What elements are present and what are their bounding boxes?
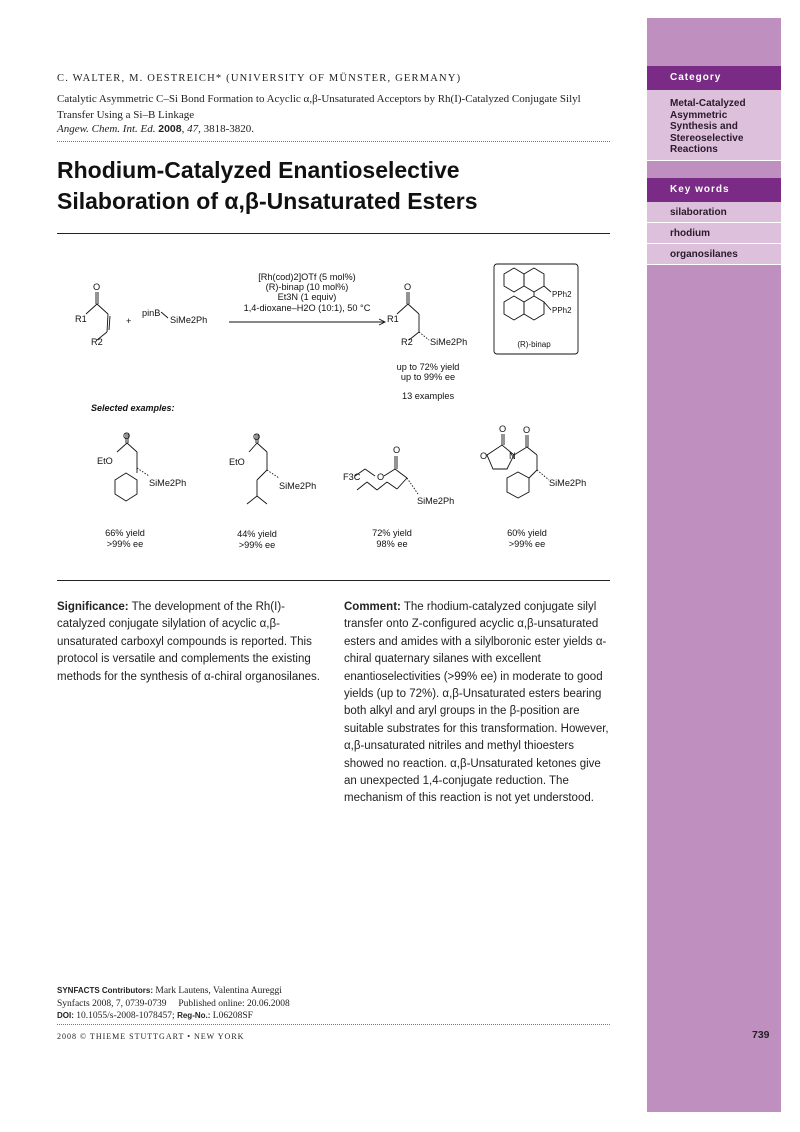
significance-section: Significance: The development of the Rh(… — [57, 599, 322, 686]
example-2-alkoxy: EtO — [229, 457, 245, 467]
example-3-alkoxy: F3C — [343, 472, 361, 482]
contributors-label: SYNFACTS Contributors: — [57, 986, 153, 995]
example-3-o: O — [393, 445, 400, 455]
example-2-o: O — [253, 432, 260, 442]
comment-section: Comment: The rhodium-catalyzed conjugate… — [344, 599, 610, 808]
example-3-si: SiMe2Ph — [417, 496, 454, 506]
substrate-r2: R2 — [91, 337, 103, 347]
title-line-1: Rhodium-Catalyzed Enantioselective — [57, 157, 460, 183]
conditions-line-1: [Rh(cod)2]OTf (5 mol%) — [258, 272, 356, 282]
reference-title: Catalytic Asymmetric C–Si Bond Formation… — [57, 93, 581, 121]
product-r2: R2 — [401, 337, 413, 347]
doi-label: DOI: — [57, 1011, 74, 1020]
category-text: Metal-Catalyzed Asymmetric Synthesis and… — [670, 98, 746, 155]
product-o: O — [404, 282, 411, 292]
product-si: SiMe2Ph — [430, 337, 467, 347]
journal-citation: Angew. Chem. Int. Ed. 2008, 47, 3818-382… — [57, 123, 255, 135]
synfacts-citation: Synfacts 2008, 7, 0739-0739 Published on… — [57, 998, 290, 1009]
keywords-header: Key words — [647, 178, 781, 202]
example-2-ee: >99% ee — [239, 540, 276, 550]
selected-examples-label: Selected examples: — [91, 403, 175, 413]
doi-value: 10.1055/s-2008-1078457; — [76, 1011, 175, 1021]
conditions-line-3: Et3N (1 equiv) — [278, 292, 337, 302]
journal-pages: 3818-3820. — [203, 123, 255, 135]
journal-name: Angew. Chem. Int. Ed. — [57, 123, 156, 135]
ligand-pph2-a: PPh2 — [552, 290, 572, 299]
reaction-scheme: [Rh(cod)2]OTf (5 mol%) (R)-binap (10 mol… — [75, 263, 586, 550]
scheme-rule — [57, 580, 610, 581]
authors-line: C. WALTER, M. OESTREICH* (UNIVERSITY OF … — [57, 73, 462, 84]
keyword-silaboration: silaboration — [670, 207, 727, 218]
example-3-o-ester: O — [377, 472, 384, 482]
plus-sign: + — [126, 316, 131, 326]
example-4-n: N — [509, 451, 516, 461]
result-count: 13 examples — [402, 391, 454, 401]
dotted-divider — [57, 141, 610, 142]
example-1-alkoxy: EtO — [97, 456, 113, 466]
keyword-organosilanes: organosilanes — [670, 249, 738, 260]
reg-label: Reg-No.: — [177, 1011, 211, 1020]
keyword-rhodium: rhodium — [670, 228, 710, 239]
example-4-ee: >99% ee — [509, 539, 546, 549]
doi-line: DOI: 10.1055/s-2008-1078457; Reg-No.: L0… — [57, 1010, 610, 1023]
example-4-o-carbonyl: O — [499, 424, 506, 434]
product-r1: R1 — [387, 314, 399, 324]
substrate-o: O — [93, 282, 100, 292]
journal-year: 2008 — [158, 123, 182, 135]
comment-text: The rhodium-catalyzed conjugate silyl tr… — [344, 601, 609, 805]
title-rule — [57, 233, 610, 234]
example-2-yield: 44% yield — [237, 529, 277, 539]
significance-label: Significance: — [57, 601, 129, 613]
footer-divider — [57, 1024, 610, 1025]
comment-label: Comment: — [344, 601, 401, 613]
footer-info: SYNFACTS Contributors: Mark Lautens, Val… — [57, 985, 610, 1023]
example-1-ee: >99% ee — [107, 539, 144, 549]
example-1-o: O — [123, 431, 130, 441]
result-yield: up to 72% yield — [397, 362, 460, 372]
reagent-si: SiMe2Ph — [170, 315, 207, 325]
result-ee: up to 99% ee — [401, 372, 455, 382]
example-4-o-amide: O — [523, 425, 530, 435]
category-box: Metal-Catalyzed Asymmetric Synthesis and… — [647, 90, 781, 161]
example-4-o-ring: O — [480, 451, 487, 461]
keyword-box-1: silaboration — [647, 202, 781, 223]
example-4-yield: 60% yield — [507, 528, 547, 538]
significance-text: The development of the Rh(I)-catalyzed c… — [57, 601, 320, 683]
title-line-2: Silaboration of α,β-Unsaturated Esters — [57, 188, 478, 214]
keyword-box-3: organosilanes — [647, 244, 781, 265]
example-3-ee: 98% ee — [376, 539, 407, 549]
example-4-si: SiMe2Ph — [549, 478, 586, 488]
keyword-box-2: rhodium — [647, 223, 781, 244]
example-1-yield: 66% yield — [105, 528, 145, 538]
reagent-pinb: pinB — [142, 308, 160, 318]
conditions-line-4: 1,4-dioxane–H2O (10:1), 50 °C — [244, 303, 371, 313]
page-number: 739 — [752, 1029, 770, 1041]
category-sidebar: Category Metal-Catalyzed Asymmetric Synt… — [647, 18, 781, 1112]
copyright-line: 2008 © THIEME STUTTGART • NEW YORK — [57, 1032, 245, 1041]
example-3-yield: 72% yield — [372, 528, 412, 538]
substrate-r1: R1 — [75, 314, 87, 324]
ligand-name: (R)-binap — [517, 340, 551, 349]
example-2-si: SiMe2Ph — [279, 481, 316, 491]
contributors-names: Mark Lautens, Valentina Aureggi — [155, 986, 282, 996]
journal-volume: 47 — [187, 123, 199, 135]
category-header: Category — [647, 66, 781, 90]
page-title: Rhodium-Catalyzed Enantioselective Silab… — [57, 155, 610, 217]
reg-value: L06208SF — [212, 1011, 253, 1021]
contributors-line: SYNFACTS Contributors: Mark Lautens, Val… — [57, 985, 610, 998]
example-1-si: SiMe2Ph — [149, 478, 186, 488]
conditions-line-2: (R)-binap (10 mol%) — [266, 282, 349, 292]
ligand-pph2-b: PPh2 — [552, 306, 572, 315]
